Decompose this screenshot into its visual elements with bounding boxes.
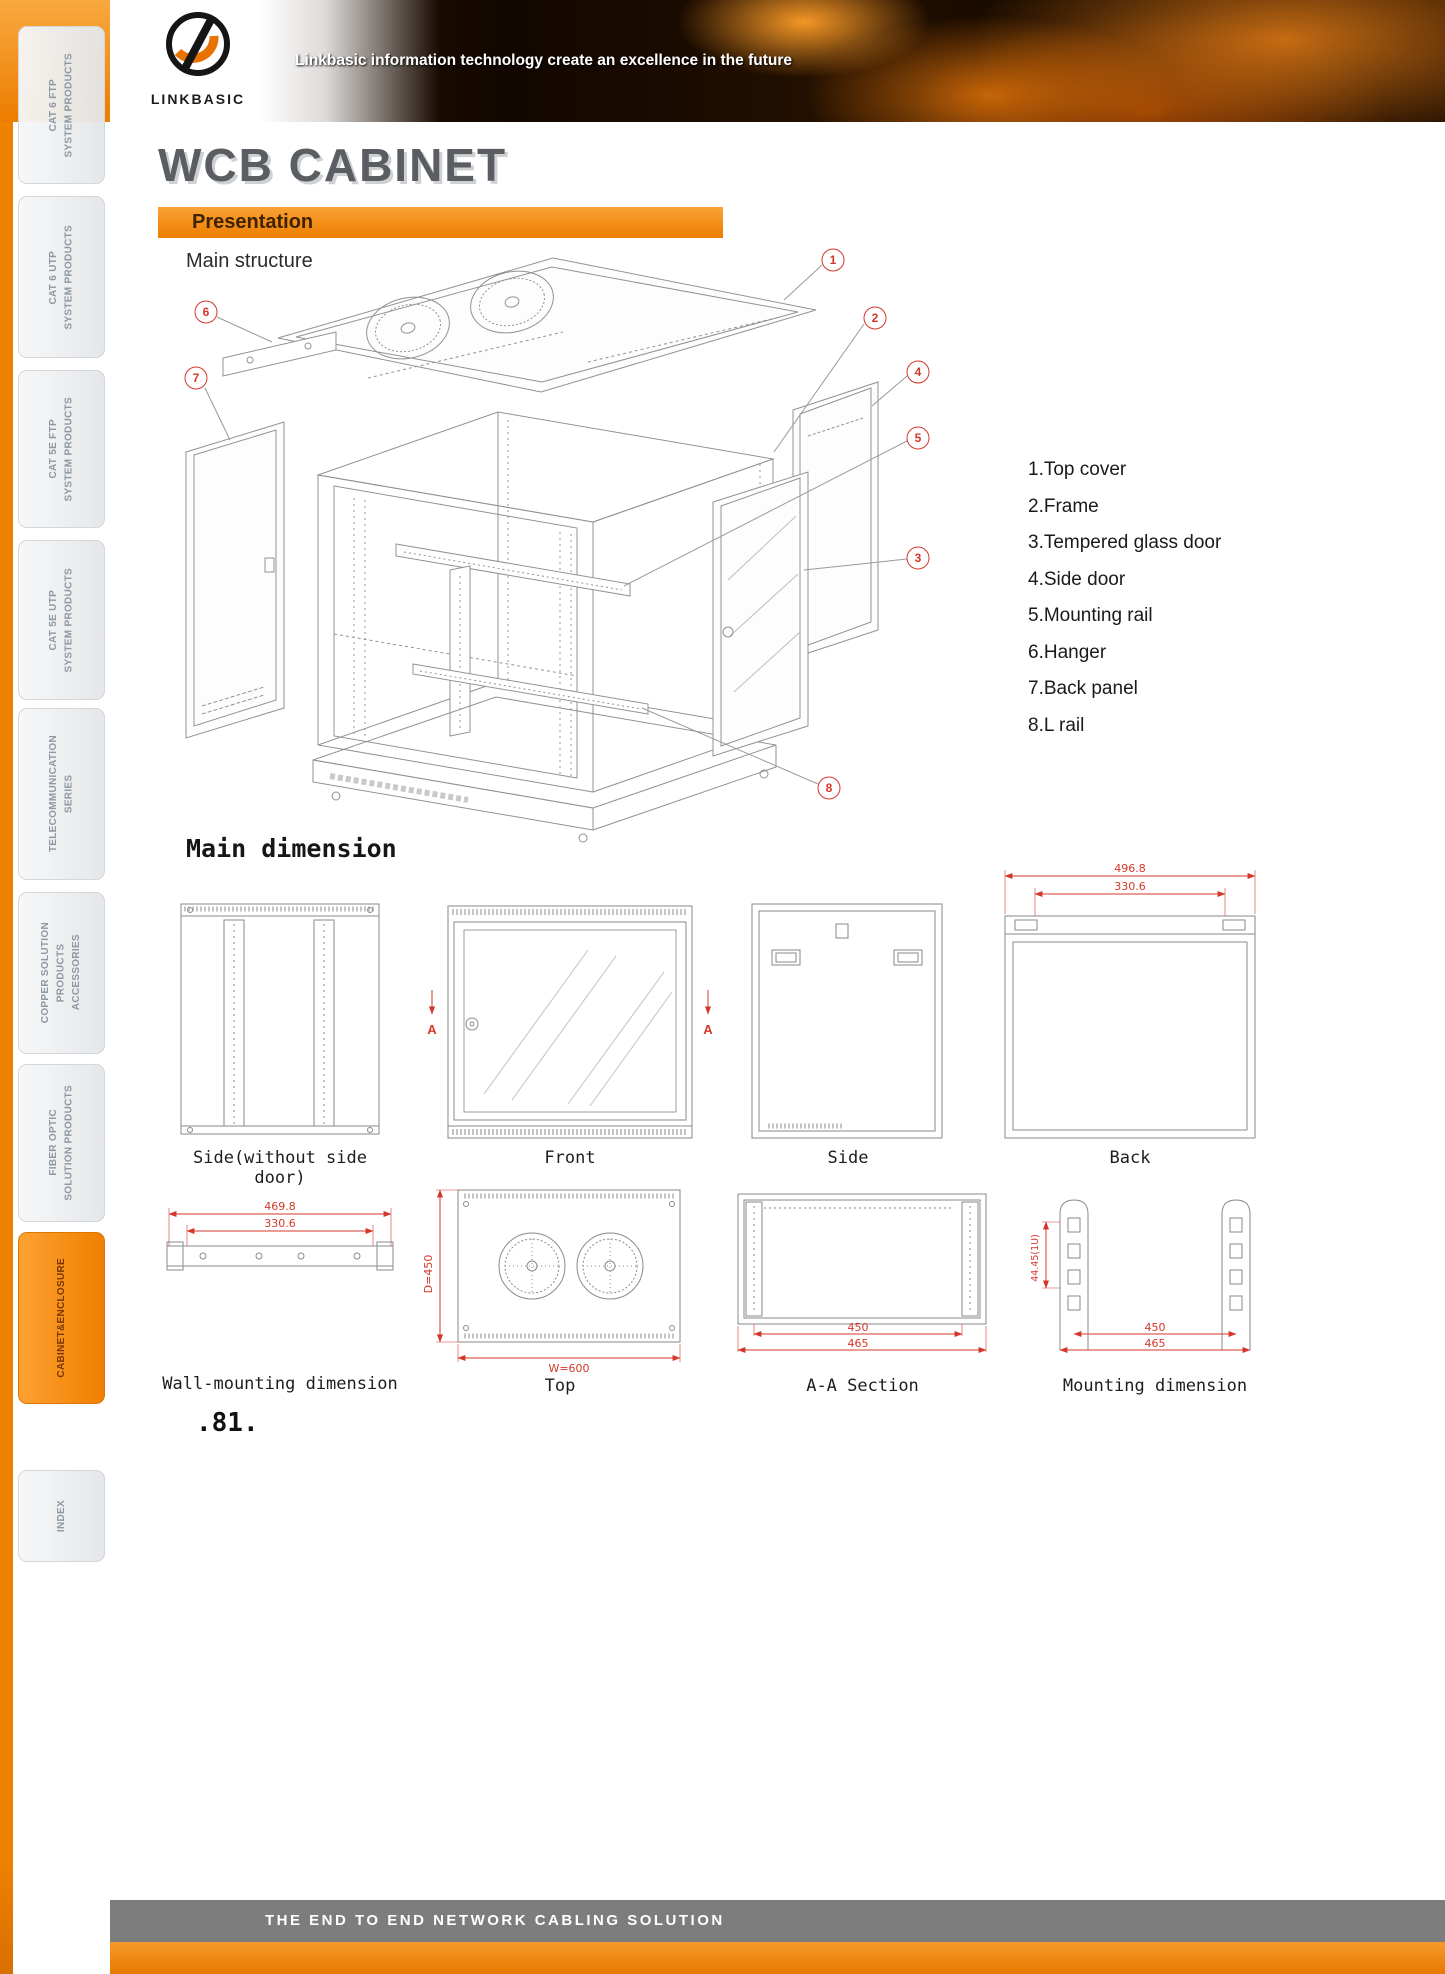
sidebar-item-label: COPPER SOLUTION PRODUCTS ACCESSORIES bbox=[40, 922, 83, 1024]
svg-text:469.8: 469.8 bbox=[264, 1200, 296, 1213]
sidebar-item-cabinet-enclosure[interactable]: CABINET&ENCLOSURE bbox=[18, 1232, 105, 1404]
sidebar: CAT 6 FTP SYSTEM PRODUCTS CAT 6 UTP SYST… bbox=[13, 0, 110, 1974]
svg-text:465: 465 bbox=[848, 1337, 869, 1350]
svg-text:496.8: 496.8 bbox=[1114, 862, 1146, 875]
glass-door-part bbox=[712, 471, 809, 757]
drawing-label-aa-section: A-A Section bbox=[806, 1376, 919, 1396]
footer-bar: THE END TO END NETWORK CABLING SOLUTION bbox=[110, 1900, 1445, 1942]
linkbasic-logo: LINKBASIC bbox=[128, 8, 268, 107]
page-number: .81. bbox=[196, 1408, 259, 1438]
drawing-label-wall-mounting: Wall-mounting dimension bbox=[162, 1374, 398, 1394]
base-part bbox=[312, 696, 777, 843]
drawing-label-side-no-door: Side(without side door) bbox=[193, 1148, 367, 1188]
sidebar-item-label: CAT 6 UTP SYSTEM PRODUCTS bbox=[48, 224, 75, 330]
svg-text:1: 1 bbox=[830, 253, 837, 267]
parts-list-item: 3.Tempered glass door bbox=[1028, 532, 1222, 553]
exploded-structure-diagram: 1 2 4 5 3 6 7 8 bbox=[184, 248, 930, 843]
parts-list-item: 4.Side door bbox=[1028, 568, 1126, 590]
sidebar-item-label: CABINET&ENCLOSURE bbox=[55, 1258, 67, 1378]
drawing-label-side: Side bbox=[827, 1148, 869, 1168]
parts-list: 1.Top cover 2.Frame 3.Tempered glass doo… bbox=[1028, 452, 1221, 744]
sidebar-item-cat5e-ftp[interactable]: CAT 5E FTP SYSTEM PRODUCTS bbox=[18, 370, 105, 528]
svg-text:6: 6 bbox=[203, 305, 210, 319]
page-title: WCB CABINET bbox=[158, 139, 508, 191]
svg-text:7: 7 bbox=[193, 371, 200, 385]
sidebar-item-cat5e-utp[interactable]: CAT 5E UTP SYSTEM PRODUCTS bbox=[18, 540, 105, 700]
svg-text:W=600: W=600 bbox=[548, 1362, 589, 1375]
callout-3: 3 bbox=[906, 546, 930, 570]
drawing-side bbox=[751, 903, 943, 1139]
callout-leader-lines bbox=[204, 264, 908, 785]
drawing-front: A A bbox=[427, 905, 713, 1139]
svg-text:A: A bbox=[703, 1022, 713, 1037]
main-structure-heading: Main structure bbox=[186, 250, 313, 272]
sidebar-item-label: TELECOMMUNICATION SERIES bbox=[48, 735, 75, 853]
footer-text: THE END TO END NETWORK CABLING SOLUTION bbox=[265, 1912, 725, 1929]
drawing-back: 496.8 330.6 bbox=[1004, 862, 1256, 1139]
sidebar-item-label: FIBER OPTIC SOLUTION PRODUCTS bbox=[48, 1085, 75, 1201]
drawing-label-top: Top bbox=[544, 1376, 576, 1396]
presentation-banner: Presentation bbox=[158, 207, 723, 238]
parts-list-item: 2.Frame bbox=[1028, 495, 1099, 517]
svg-text:465: 465 bbox=[1145, 1337, 1166, 1350]
sidebar-item-telecommunication[interactable]: TELECOMMUNICATION SERIES bbox=[18, 708, 105, 880]
logo-text: LINKBASIC bbox=[150, 91, 246, 107]
top-cover-part bbox=[277, 257, 817, 393]
header-tagline: Linkbasic information technology create … bbox=[295, 52, 792, 69]
callout-5: 5 bbox=[906, 426, 930, 450]
left-accent-strip bbox=[0, 0, 13, 1974]
drawing-label-mounting: Mounting dimension bbox=[1062, 1376, 1248, 1396]
sidebar-item-copper-solution[interactable]: COPPER SOLUTION PRODUCTS ACCESSORIES bbox=[18, 892, 105, 1054]
sidebar-item-label: INDEX bbox=[55, 1499, 67, 1533]
drawing-mounting: 44.45(1U) 450 465 bbox=[1030, 1199, 1251, 1354]
linkbasic-logo-icon bbox=[166, 12, 230, 76]
callout-1: 1 bbox=[821, 248, 845, 272]
svg-text:2: 2 bbox=[872, 311, 879, 325]
drawing-top: D=450 W=600 bbox=[422, 1189, 681, 1375]
svg-text:450: 450 bbox=[1145, 1321, 1166, 1334]
sidebar-item-label: CAT 5E UTP SYSTEM PRODUCTS bbox=[48, 567, 75, 673]
svg-text:44.45(1U): 44.45(1U) bbox=[1030, 1234, 1041, 1282]
parts-list-item: 7.Back panel bbox=[1028, 678, 1138, 699]
svg-text:3: 3 bbox=[915, 551, 922, 565]
sidebar-item-cat6-utp[interactable]: CAT 6 UTP SYSTEM PRODUCTS bbox=[18, 196, 105, 358]
sidebar-item-fiber-optic[interactable]: FIBER OPTIC SOLUTION PRODUCTS bbox=[18, 1064, 105, 1222]
section-markers: A A bbox=[427, 990, 713, 1037]
main-dimension-heading: Main dimension bbox=[186, 834, 397, 863]
svg-text:5: 5 bbox=[915, 431, 922, 445]
parts-list-item: 6.Hanger bbox=[1028, 641, 1107, 663]
svg-text:A: A bbox=[427, 1022, 437, 1037]
parts-list-item: 8.L rail bbox=[1028, 714, 1085, 736]
hanger-part bbox=[222, 331, 337, 377]
footer-accent-bar bbox=[110, 1942, 1445, 1974]
callout-8: 8 bbox=[817, 776, 841, 800]
callout-2: 2 bbox=[863, 306, 887, 330]
callout-7: 7 bbox=[184, 366, 208, 390]
l-rail-part bbox=[412, 663, 649, 715]
banner-label: Presentation bbox=[192, 211, 314, 233]
svg-text:330.6: 330.6 bbox=[264, 1217, 296, 1230]
callout-4: 4 bbox=[906, 360, 930, 384]
parts-list-item: 5.Mounting rail bbox=[1028, 605, 1153, 626]
mounting-rail-part bbox=[395, 543, 631, 737]
sidebar-item-cat6-ftp[interactable]: CAT 6 FTP SYSTEM PRODUCTS bbox=[18, 26, 105, 184]
drawing-side-no-door bbox=[180, 903, 380, 1135]
sidebar-item-index[interactable]: INDEX bbox=[18, 1470, 105, 1562]
svg-text:8: 8 bbox=[826, 781, 833, 795]
svg-text:D=450: D=450 bbox=[422, 1255, 435, 1294]
svg-text:450: 450 bbox=[848, 1321, 869, 1334]
back-panel-part bbox=[185, 421, 285, 739]
sidebar-item-label: CAT 6 FTP SYSTEM PRODUCTS bbox=[48, 52, 75, 158]
drawing-label-front: Front bbox=[544, 1148, 596, 1168]
drawing-wall-mounting: 469.8 330.6 bbox=[166, 1200, 394, 1271]
parts-list-item: 1.Top cover bbox=[1028, 459, 1127, 480]
page-header: LINKBASIC Linkbasic information technolo… bbox=[110, 0, 1445, 122]
svg-text:4: 4 bbox=[915, 365, 922, 379]
sidebar-item-label: CAT 5E FTP SYSTEM PRODUCTS bbox=[48, 396, 75, 502]
drawing-aa-section: 450 465 bbox=[737, 1193, 987, 1354]
svg-text:330.6: 330.6 bbox=[1114, 880, 1146, 893]
drawing-label-back: Back bbox=[1109, 1148, 1151, 1168]
callout-6: 6 bbox=[194, 300, 218, 324]
